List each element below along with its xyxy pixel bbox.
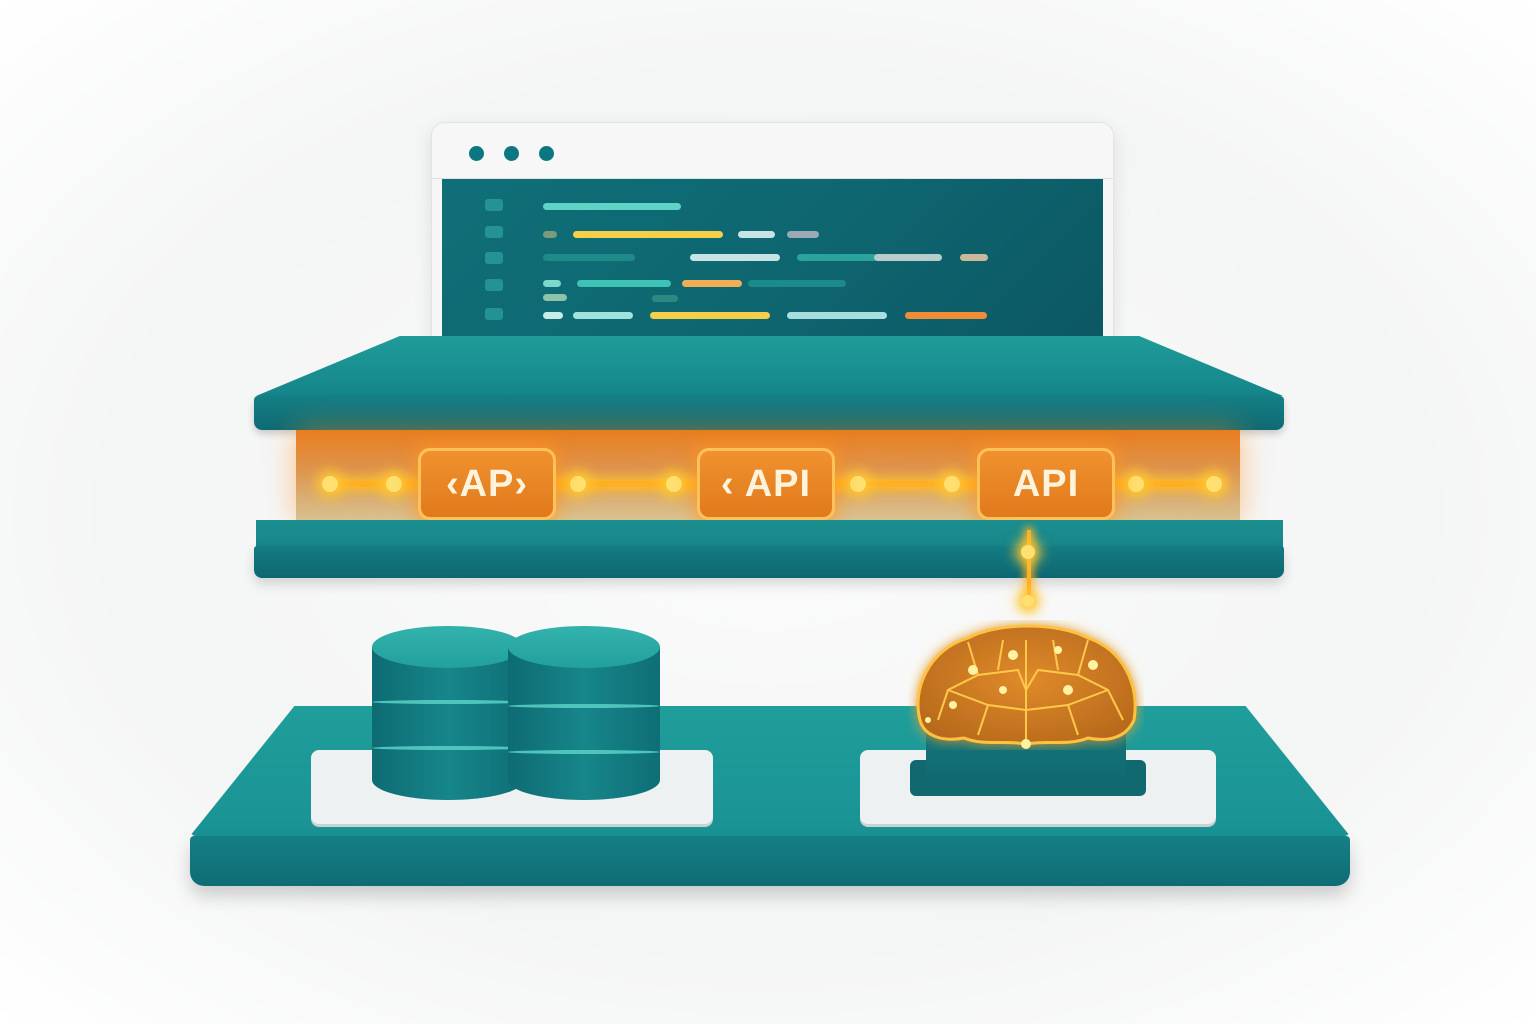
api-chip-label: API — [1012, 462, 1080, 505]
window-dot-icon — [504, 146, 519, 161]
code-token — [748, 280, 846, 287]
line-marker-icon — [485, 279, 503, 291]
connection-node-icon — [850, 476, 866, 492]
code-token — [543, 231, 557, 238]
code-token — [573, 312, 633, 319]
database-icon — [372, 626, 524, 800]
connection-node-icon — [322, 476, 338, 492]
code-token — [960, 254, 988, 261]
database-icon — [508, 626, 660, 800]
code-token — [650, 312, 770, 319]
code-token — [543, 280, 561, 287]
connection-node-icon — [1021, 545, 1035, 559]
api-chip-1: ‹AP› — [418, 448, 556, 520]
brain-icon — [916, 624, 1137, 749]
code-token — [543, 294, 567, 301]
code-token — [682, 280, 742, 287]
code-token — [797, 254, 877, 261]
api-to-ai-connector — [1027, 530, 1031, 605]
api-shelf-top — [256, 336, 1283, 396]
base-platform-edge — [190, 836, 1350, 886]
window-dot-icon — [469, 146, 484, 161]
api-shelf-top-edge — [254, 396, 1284, 430]
code-token — [690, 254, 780, 261]
api-chip-2: ‹ API — [697, 448, 835, 520]
connection-node-icon — [386, 476, 402, 492]
connection-node-icon — [944, 476, 960, 492]
code-token — [543, 254, 635, 261]
line-marker-icon — [485, 226, 503, 238]
code-token — [543, 312, 563, 319]
code-token — [652, 295, 678, 302]
code-token — [905, 312, 987, 319]
code-token — [787, 312, 887, 319]
code-token — [738, 231, 775, 238]
code-token — [874, 254, 942, 261]
connection-node-icon — [666, 476, 682, 492]
api-chip-label: ‹AP› — [445, 462, 529, 505]
window-titlebar — [432, 123, 1113, 179]
line-marker-icon — [485, 308, 503, 320]
connection-node-icon — [1128, 476, 1144, 492]
code-token — [577, 280, 671, 287]
line-marker-icon — [485, 252, 503, 264]
window-dot-icon — [539, 146, 554, 161]
connection-node-icon — [1022, 595, 1034, 607]
code-token — [573, 231, 723, 238]
connection-node-icon — [570, 476, 586, 492]
code-token — [543, 203, 681, 210]
connection-node-icon — [1206, 476, 1222, 492]
api-shelf-bottom — [256, 520, 1283, 548]
api-shelf-bottom-edge — [254, 546, 1284, 578]
code-token — [787, 231, 819, 238]
api-chip-label: ‹ API — [720, 462, 812, 505]
api-chip-3: API — [977, 448, 1115, 520]
line-marker-icon — [485, 199, 503, 211]
